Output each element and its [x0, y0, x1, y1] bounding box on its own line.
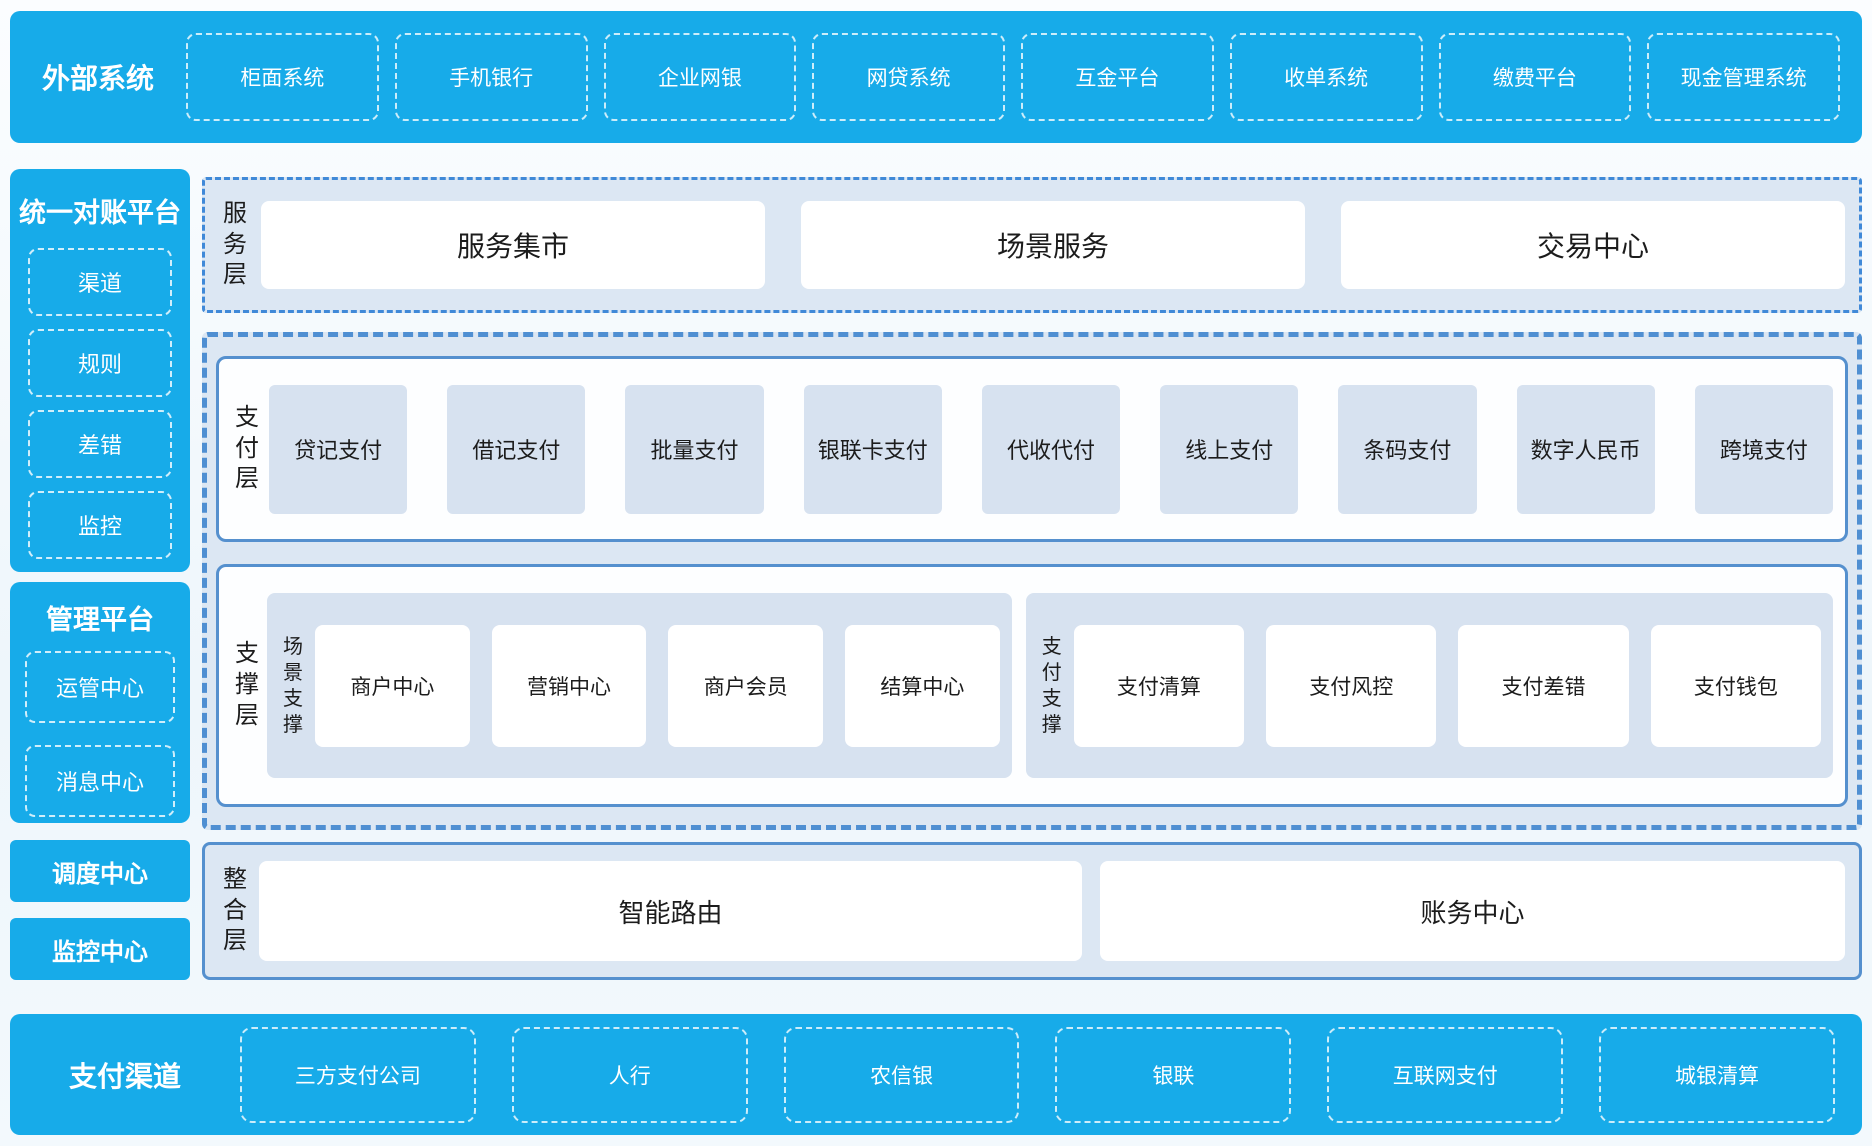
service-layer-label: 服务层 [223, 199, 247, 289]
payment-channel-item-4: 银联 [1055, 1026, 1292, 1123]
external-system-item-4: 网贷系统 [812, 33, 1005, 121]
external-system-item-7: 缴费平台 [1438, 33, 1632, 121]
service-layer-items: 服务集市 场景服务 交易中心 [261, 201, 1845, 289]
scene-support-item-3: 商户会员 [668, 624, 824, 747]
payment-channel-item-1: 三方支付公司 [240, 1026, 476, 1123]
payment-layer-box: 支付层 贷记支付 借记支付 批量支付 银联卡支付 代收代付 线上支付 条码支付 … [216, 356, 1848, 542]
external-systems-bar: 外部系统 柜面系统 手机银行 企业网银 网贷系统 互金平台 收单系统 缴费平台 … [10, 11, 1862, 143]
payment-support-item-2: 支付风控 [1266, 624, 1437, 747]
payment-support-group: 支付支撑 支付清算 支付风控 支付差错 支付钱包 [1025, 593, 1833, 778]
integration-item-2: 账务中心 [1099, 861, 1845, 961]
payment-support-item-1: 支付清算 [1073, 624, 1245, 747]
payment-layer-label: 支付层 [235, 403, 259, 493]
payment-item-6: 线上支付 [1160, 384, 1299, 514]
payment-channels-title: 支付渠道 [68, 1060, 181, 1092]
service-layer-section: 服务层 服务集市 场景服务 交易中心 [202, 177, 1862, 313]
service-item-3: 交易中心 [1341, 201, 1845, 289]
reconciliation-platform-title: 统一对账平台 [19, 198, 181, 228]
support-layer-box: 支撑层 场景支撑 商户中心 营销中心 商户会员 结算中心 支付支撑 [216, 564, 1848, 807]
payment-channel-item-6: 城银清算 [1599, 1026, 1835, 1123]
payment-channels-bar: 支付渠道 三方支付公司 人行 农信银 银联 互联网支付 城银清算 [10, 1014, 1862, 1135]
reconciliation-platform-box: 统一对账平台 渠道 规则 差错 监控 [10, 169, 190, 572]
reconciliation-item-1: 渠道 [28, 248, 172, 316]
management-item-2: 消息中心 [25, 745, 175, 817]
payment-item-2: 借记支付 [447, 384, 586, 514]
payment-layer-items: 贷记支付 借记支付 批量支付 银联卡支付 代收代付 线上支付 条码支付 数字人民… [269, 384, 1833, 514]
payment-item-9: 跨境支付 [1694, 384, 1833, 514]
support-layer-label: 支撑层 [235, 640, 259, 729]
scene-support-item-2: 营销中心 [491, 624, 647, 747]
payment-support-item-4: 支付钱包 [1650, 624, 1821, 747]
external-system-item-5: 互金平台 [1021, 33, 1214, 121]
payment-item-4: 银联卡支付 [803, 384, 942, 514]
payment-support-items: 支付清算 支付风控 支付差错 支付钱包 [1073, 624, 1821, 747]
scene-support-item-1: 商户中心 [315, 624, 470, 747]
payment-support-item-3: 支付差错 [1458, 624, 1629, 747]
scene-support-item-4: 结算中心 [845, 624, 1000, 747]
management-items: 运管中心 消息中心 [25, 651, 175, 817]
service-item-1: 服务集市 [261, 201, 765, 289]
external-systems-items: 柜面系统 手机银行 企业网银 网贷系统 互金平台 收单系统 缴费平台 现金管理系… [186, 33, 1840, 121]
external-system-item-2: 手机银行 [394, 33, 588, 121]
scene-support-group: 场景支撑 商户中心 营销中心 商户会员 结算中心 [267, 593, 1012, 778]
payment-item-1: 贷记支付 [269, 384, 408, 514]
reconciliation-item-3: 差错 [28, 410, 172, 478]
main-layers: 服务层 服务集市 场景服务 交易中心 支付层 贷记支付 借记支付 批量支付 银联… [202, 169, 1862, 980]
integration-item-1: 智能路由 [259, 861, 1082, 961]
core-layers-section: 支付层 贷记支付 借记支付 批量支付 银联卡支付 代收代付 线上支付 条码支付 … [202, 332, 1862, 830]
management-platform-box: 管理平台 运管中心 消息中心 [10, 582, 190, 823]
external-system-item-8: 现金管理系统 [1647, 33, 1840, 121]
payment-channel-item-3: 农信银 [783, 1026, 1020, 1123]
left-column: 统一对账平台 渠道 规则 差错 监控 管理平台 运管中心 消息中心 调度中心 监… [10, 169, 190, 980]
external-system-item-3: 企业网银 [603, 33, 797, 121]
payment-item-7: 条码支付 [1338, 384, 1477, 514]
external-system-item-1: 柜面系统 [186, 33, 379, 121]
scheduling-center-box: 调度中心 [10, 840, 190, 902]
management-item-1: 运管中心 [25, 651, 175, 723]
payment-item-3: 批量支付 [625, 384, 764, 514]
management-platform-title: 管理平台 [46, 605, 154, 635]
payment-channel-item-2: 人行 [511, 1026, 748, 1123]
external-systems-title: 外部系统 [41, 63, 154, 94]
payment-item-8: 数字人民币 [1516, 384, 1655, 514]
payment-item-5: 代收代付 [981, 384, 1121, 514]
payment-support-label: 支付支撑 [1041, 635, 1062, 736]
integration-layer-items: 智能路由 账务中心 [259, 861, 1845, 961]
support-layer-groups: 场景支撑 商户中心 营销中心 商户会员 结算中心 支付支撑 支付清算 支付风控 [267, 593, 1833, 778]
reconciliation-item-4: 监控 [28, 491, 172, 559]
service-item-2: 场景服务 [801, 201, 1305, 289]
integration-layer-label: 整合层 [223, 865, 247, 955]
monitoring-center-box: 监控中心 [10, 918, 190, 980]
payment-channel-item-5: 互联网支付 [1327, 1026, 1564, 1123]
scene-support-label: 场景支撑 [283, 635, 303, 736]
integration-layer-section: 整合层 智能路由 账务中心 [202, 842, 1862, 980]
external-system-item-6: 收单系统 [1229, 33, 1423, 121]
reconciliation-items: 渠道 规则 差错 监控 [28, 248, 172, 559]
reconciliation-item-2: 规则 [28, 329, 172, 397]
scene-support-items: 商户中心 营销中心 商户会员 结算中心 [315, 624, 1000, 747]
payment-channels-items: 三方支付公司 人行 农信银 银联 互联网支付 城银清算 [240, 1026, 1835, 1123]
